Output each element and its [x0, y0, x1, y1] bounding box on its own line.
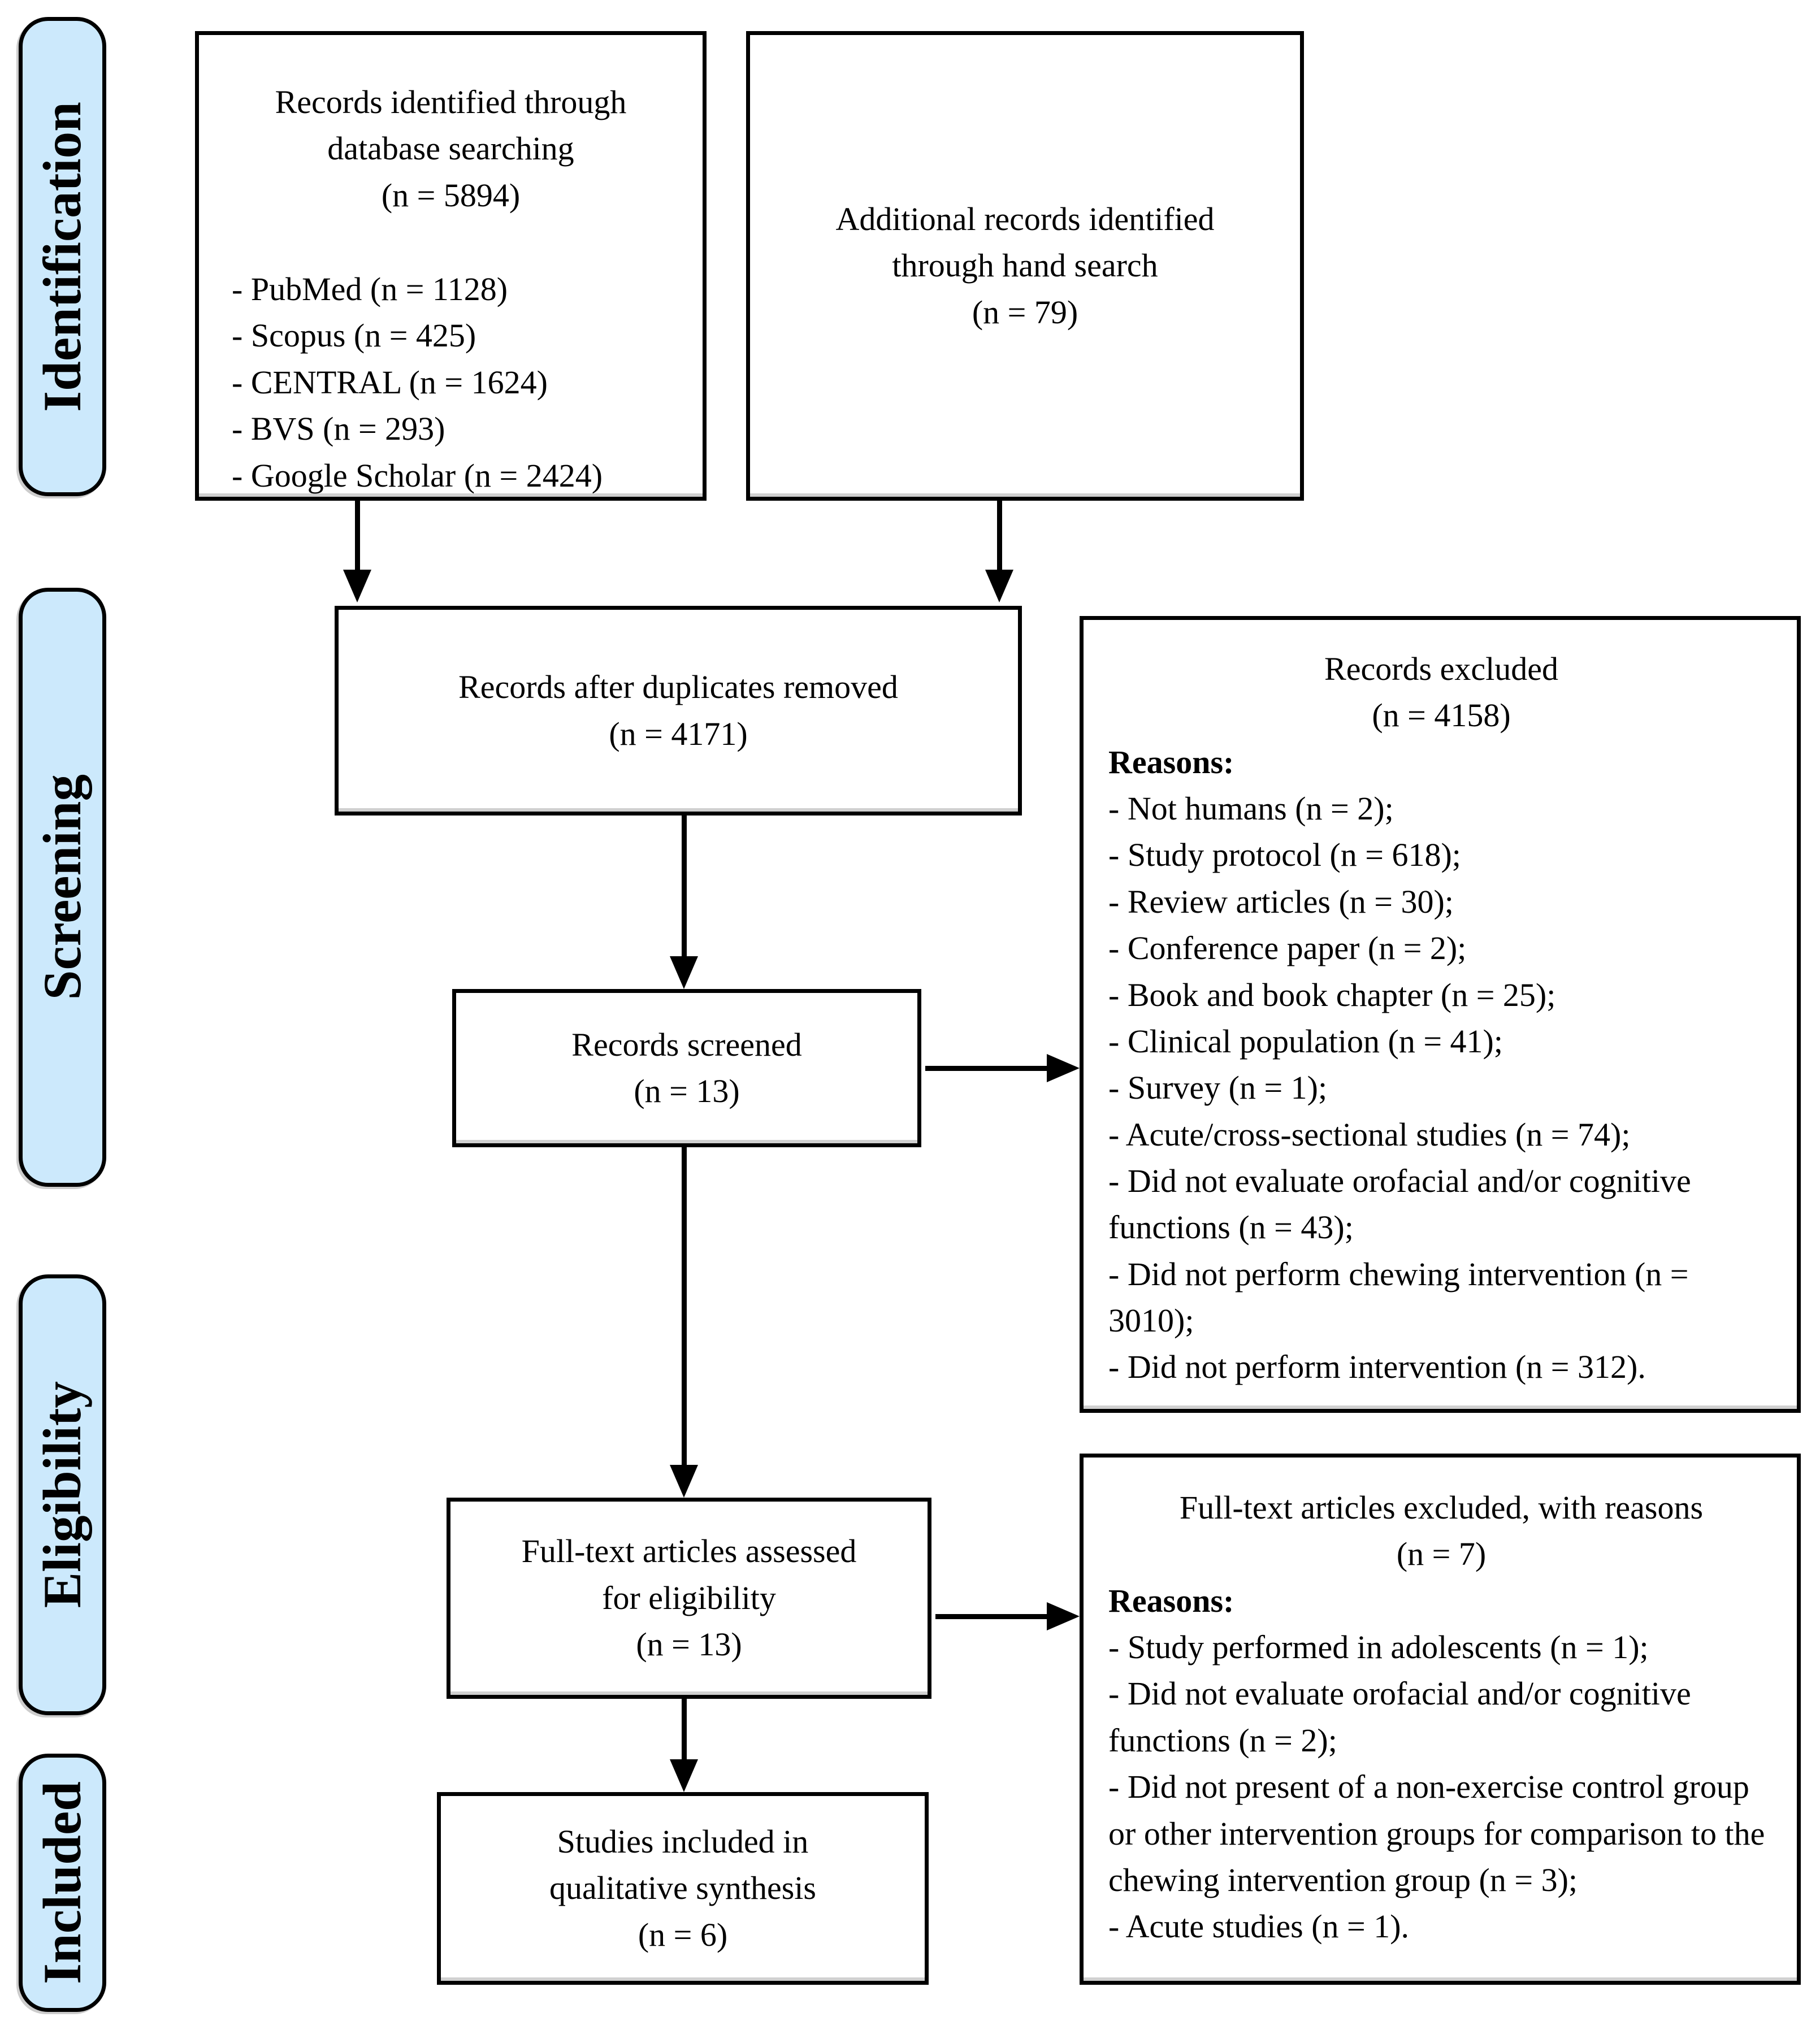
box-records-screened: Records screened (n = 13)	[452, 989, 921, 1147]
list-item: - Did not evaluate orofacial and/or cogn…	[1108, 1675, 1691, 1759]
list-item: - Book and book chapter (n = 25);	[1108, 976, 1556, 1013]
box-records-excluded: Records excluded (n = 4158) Reasons: - N…	[1080, 616, 1801, 1413]
records-excluded-reason-list: - Not humans (n = 2); - Study protocol (n…	[1108, 786, 1774, 1391]
stage-included-label: Included	[32, 1781, 92, 1985]
list-item: - Study protocol (n = 618);	[1108, 836, 1461, 874]
box-duplicates-removed-title: Records after duplicates removed (n = 41…	[458, 669, 898, 752]
list-item: - Did not evaluate orofacial and/or cogn…	[1108, 1162, 1691, 1246]
list-item: - Conference paper (n = 2);	[1108, 930, 1467, 967]
box-fulltext-excluded: Full-text articles excluded, with reason…	[1080, 1454, 1801, 1985]
stage-identification-label: Identification	[32, 101, 92, 412]
records-excluded-reasons-label: Reasons:	[1108, 743, 1234, 780]
box-fulltext-excluded-title: Full-text articles excluded, with reason…	[1179, 1489, 1704, 1573]
list-item: - Clinical population (n = 41);	[1108, 1022, 1503, 1060]
box-additional-records-title: Additional records identified through ha…	[835, 200, 1215, 331]
stage-identification: Identification	[19, 17, 106, 496]
list-item: - Acute studies (n = 1).	[1108, 1908, 1410, 1945]
list-item: - Scopus (n = 425)	[232, 317, 476, 354]
box-additional-records: Additional records identified through ha…	[746, 31, 1304, 501]
list-item: - Google Scholar (n = 2424)	[232, 457, 603, 494]
database-source-list: - PubMed (n = 1128) - Scopus (n = 425) - C…	[199, 266, 703, 499]
box-duplicates-removed: Records after duplicates removed (n = 41…	[335, 606, 1022, 816]
fulltext-excluded-reason-list: - Study performed in adolescents (n = 1)…	[1108, 1624, 1774, 1950]
list-item: - Acute/cross-sectional studies (n = 74)…	[1108, 1116, 1631, 1153]
box-records-excluded-title: Records excluded (n = 4158)	[1324, 650, 1558, 734]
stage-screening: Screening	[19, 588, 106, 1187]
box-records-identified: Records identified through database sear…	[195, 31, 707, 501]
list-item: - Did not perform chewing intervention (…	[1108, 1255, 1689, 1339]
list-item: - CENTRAL (n = 1624)	[232, 363, 548, 401]
list-item: - Did not perform intervention (n = 312)…	[1108, 1348, 1646, 1386]
box-fulltext-assessed-title: Full-text articles assessed for eligibil…	[521, 1533, 857, 1663]
box-records-screened-title: Records screened (n = 13)	[571, 1026, 802, 1109]
list-item: - Study performed in adolescents (n = 1)…	[1108, 1629, 1649, 1666]
list-item: - Survey (n = 1);	[1108, 1069, 1328, 1107]
stage-eligibility: Eligibility	[19, 1274, 106, 1715]
stage-eligibility-label: Eligibility	[32, 1381, 92, 1608]
list-item: - BVS (n = 293)	[232, 410, 445, 448]
list-item: - Review articles (n = 30);	[1108, 883, 1454, 920]
list-item: - Not humans (n = 2);	[1108, 790, 1394, 827]
stage-screening-label: Screening	[32, 774, 92, 1000]
stage-included: Included	[19, 1754, 106, 2012]
box-studies-included-title: Studies included in qualitative synthesi…	[549, 1823, 816, 1953]
box-fulltext-assessed: Full-text articles assessed for eligibil…	[447, 1498, 931, 1699]
list-item: - PubMed (n = 1128)	[232, 271, 508, 308]
fulltext-excluded-reasons-label: Reasons:	[1108, 1582, 1234, 1619]
box-records-identified-title: Records identified through database sear…	[275, 84, 627, 214]
list-item: - Did not present of a non-exercise cont…	[1108, 1768, 1765, 1898]
box-studies-included: Studies included in qualitative synthesi…	[437, 1792, 929, 1985]
